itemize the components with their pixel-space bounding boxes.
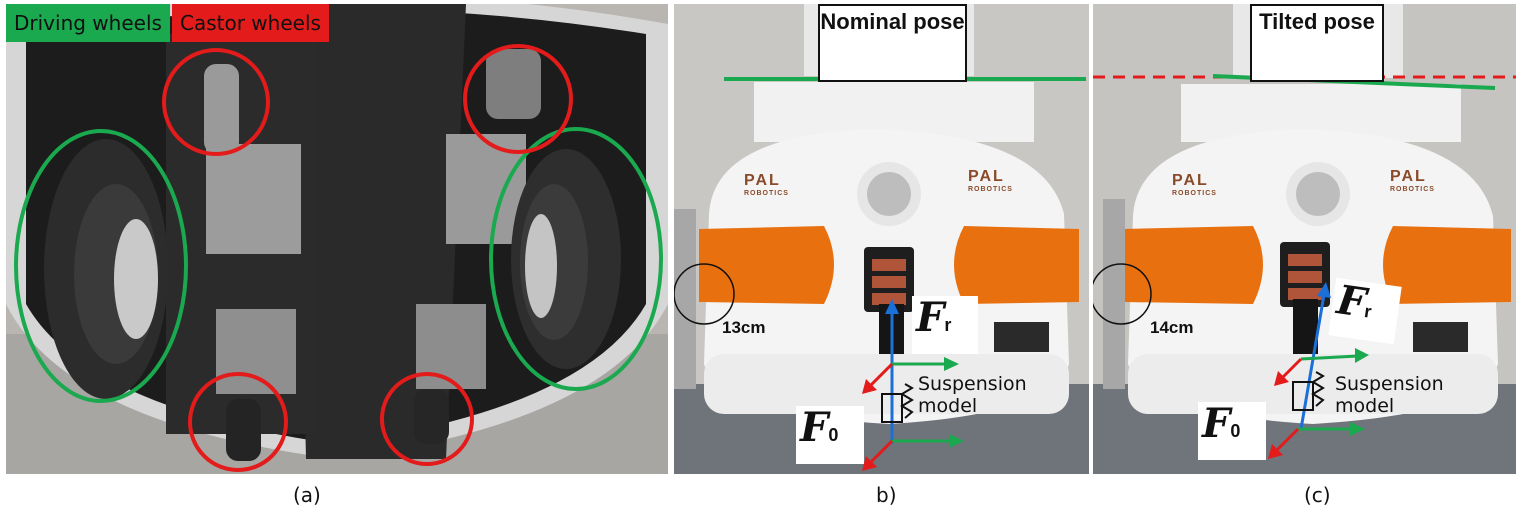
- logo-subtext: ROBOTICS: [1172, 190, 1217, 197]
- suspension-model-label: Suspension model: [918, 373, 1027, 417]
- castor-wheel-marker: [162, 48, 270, 156]
- logo-text: PAL: [968, 168, 1005, 185]
- legend-driving-wheels: Driving wheels: [6, 4, 170, 42]
- logo-subtext: ROBOTICS: [1390, 186, 1435, 193]
- frame-subscript: r: [1363, 301, 1373, 322]
- base-frame-label: F0: [1198, 402, 1266, 460]
- robot-frame-label: Fr: [912, 296, 978, 354]
- frame-subscript: 0: [1230, 421, 1241, 441]
- castor-wheel-marker: [380, 372, 474, 466]
- tilted-pose-label: Tilted pose: [1250, 4, 1384, 82]
- frame-symbol: F: [916, 294, 945, 341]
- logo-text: PAL: [1390, 168, 1427, 185]
- height-measurement: 13cm: [722, 318, 766, 337]
- tilted-pose-photo: [1093, 4, 1516, 474]
- logo-text: PAL: [744, 172, 781, 189]
- underside-photo: [6, 4, 668, 474]
- driving-wheel-right-marker: [489, 127, 663, 391]
- frame-subscript: 0: [828, 425, 839, 445]
- suspension-model-label: Suspension model: [1335, 373, 1444, 417]
- logo-subtext: ROBOTICS: [968, 186, 1013, 193]
- robot-frame-label: Fr: [1328, 276, 1402, 345]
- frame-symbol: F: [800, 404, 829, 451]
- logo-subtext: ROBOTICS: [744, 190, 789, 197]
- caption-a: (a): [293, 483, 321, 507]
- legend-castor-wheels: Castor wheels: [172, 4, 329, 42]
- base-frame-label: F0: [796, 406, 864, 464]
- nominal-pose-label: Nominal pose: [818, 4, 967, 82]
- driving-wheel-left-marker: [14, 129, 188, 403]
- height-measurement: 14cm: [1150, 318, 1194, 337]
- nominal-pose-photo: [674, 4, 1089, 474]
- caption-c: (c): [1304, 483, 1331, 507]
- frame-subscript: r: [944, 315, 952, 335]
- castor-wheel-marker: [188, 372, 288, 472]
- castor-wheel-marker: [463, 44, 573, 154]
- caption-b: b): [876, 483, 897, 507]
- logo-text: PAL: [1172, 172, 1209, 189]
- frame-symbol: F: [1202, 400, 1231, 447]
